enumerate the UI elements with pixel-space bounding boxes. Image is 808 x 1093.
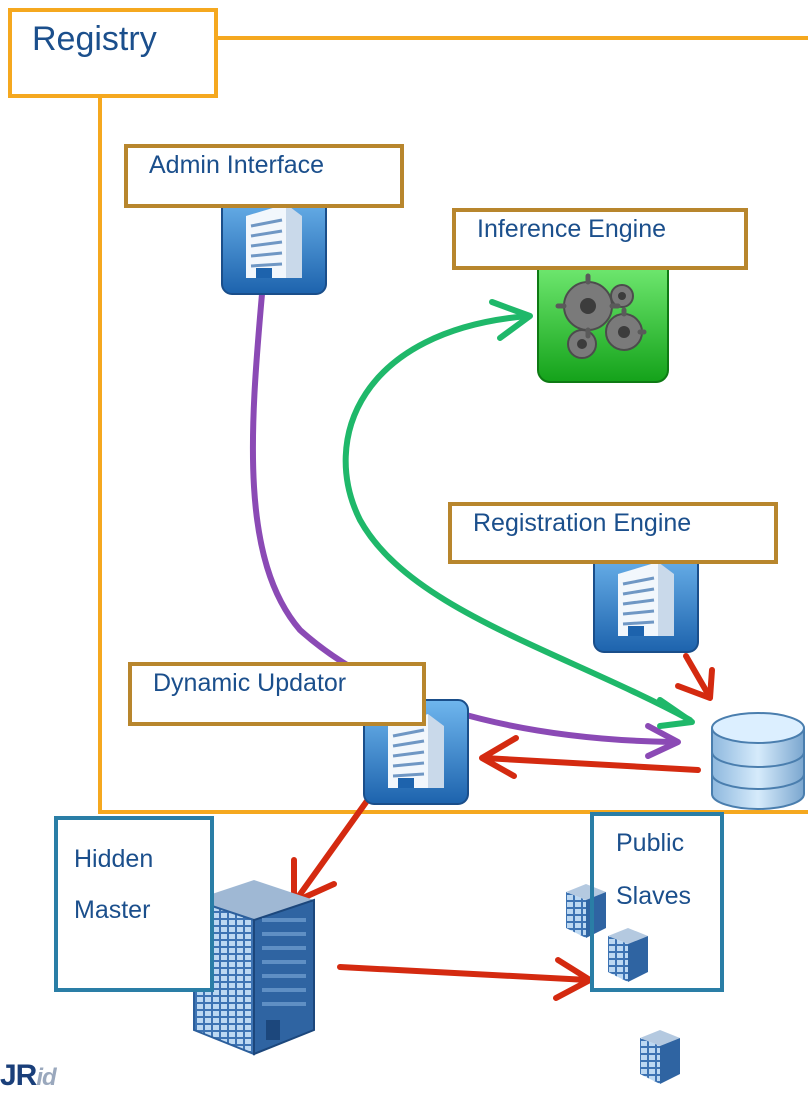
registry-label-text: Registry — [32, 20, 157, 58]
gears-icon — [537, 251, 669, 383]
database-icon — [711, 712, 805, 810]
public-slave-building-icon — [608, 928, 648, 982]
public-slaves-label-line1: Public — [616, 829, 685, 857]
registration-to-database-arrow — [675, 653, 715, 701]
logo-main-text: JR — [0, 1059, 37, 1092]
registration-engine-icon — [593, 547, 699, 653]
dynamic-updator-icon — [363, 699, 469, 805]
hidden-master-label: Hidden Master — [54, 816, 214, 992]
admin-interface-icon — [221, 189, 327, 295]
logo-suffix-text: id — [36, 1064, 56, 1091]
dynamic-updator-label: Dynamic Updator — [128, 662, 426, 726]
inference-engine-label-text: Inference Engine — [477, 215, 667, 243]
database-to-updator-arrow — [479, 735, 701, 779]
hidden-master-label-line2: Master — [74, 896, 151, 924]
master-to-slaves-arrow — [337, 957, 593, 1001]
registry-label: Registry — [8, 8, 218, 98]
registration-engine-label: Registration Engine — [448, 502, 778, 564]
admin-interface-label-text: Admin Interface — [149, 151, 325, 179]
public-slaves-label: Public Slaves — [590, 812, 724, 992]
public-slave-building-icon — [640, 1030, 680, 1084]
inference-database-arrow — [342, 299, 695, 729]
dynamic-updator-label-text: Dynamic Updator — [153, 669, 347, 697]
admin-interface-label: Admin Interface — [124, 144, 404, 208]
admin-to-database-arrow — [249, 291, 681, 759]
hidden-master-label-line1: Hidden — [74, 845, 154, 873]
registration-engine-label-text: Registration Engine — [473, 509, 692, 537]
public-slaves-label-line2: Slaves — [616, 882, 692, 910]
hidden-master-building-icon — [193, 880, 315, 1056]
jurid-logo: JRid — [0, 1059, 57, 1093]
inference-engine-label: Inference Engine — [452, 208, 748, 270]
